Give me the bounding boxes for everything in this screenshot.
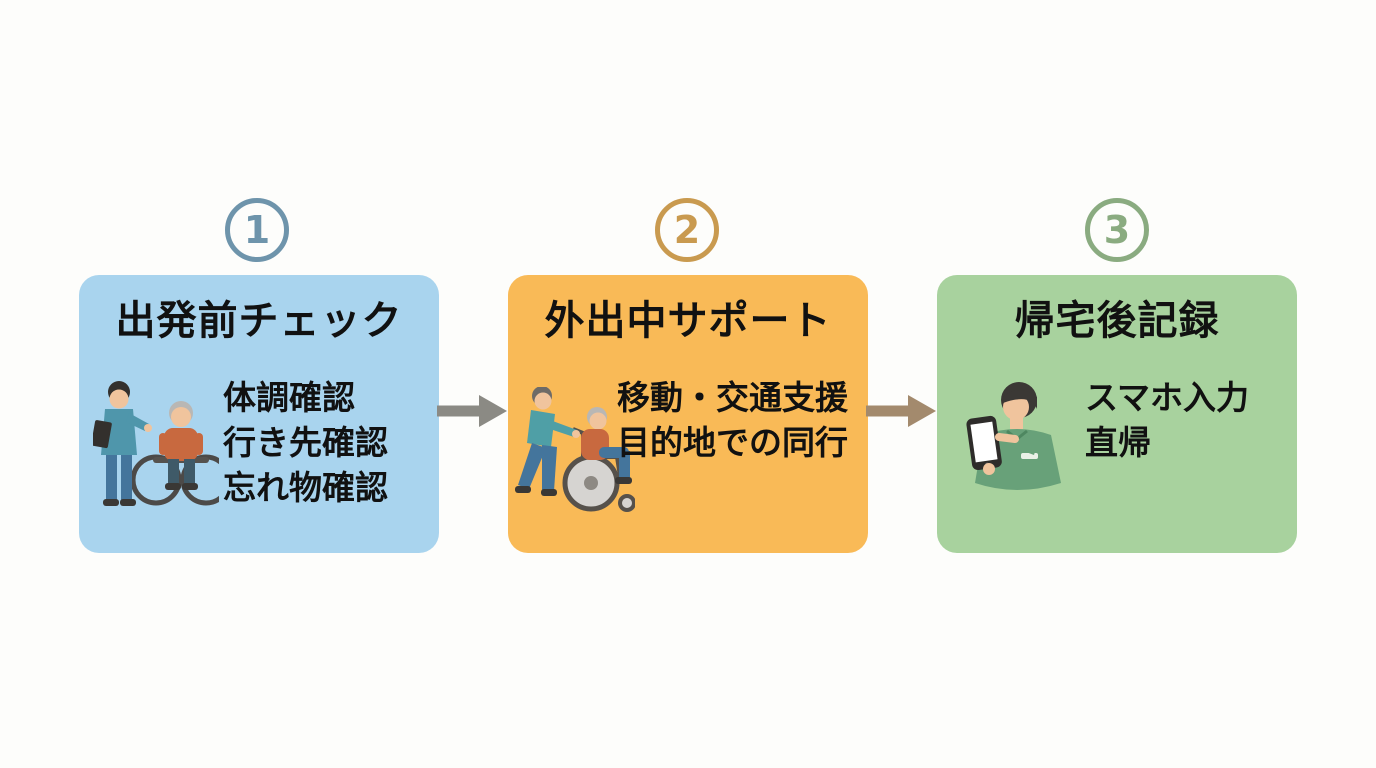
step-1-title: 出発前チェック: [115, 298, 403, 344]
step-3-box: 帰宅後記録: [937, 275, 1297, 553]
step-3-number: 3: [1103, 208, 1131, 252]
step-1-items: 体調確認 行き先確認 忘れ物確認: [223, 375, 388, 510]
smartphone-entry-icon: [966, 382, 1061, 490]
list-item: 目的地での同行: [617, 423, 848, 462]
caregiver-pushing-wheelchair-illustration: [513, 386, 636, 517]
list-item: スマホ入力: [1085, 378, 1250, 417]
caregiver-clipboard-wheelchair-illustration: [91, 379, 232, 515]
list-item: 移動・交通支援: [617, 378, 848, 417]
smartphone-entry-illustration: [955, 379, 1071, 499]
list-item: 行き先確認: [223, 423, 388, 462]
caregiver-clipboard-wheelchair-icon: [91, 381, 232, 506]
caregiver-pushing-wheelchair-icon: [515, 386, 636, 512]
step-2-items: 移動・交通支援 目的地での同行: [617, 375, 848, 465]
step-3-items: スマホ入力 直帰: [1085, 375, 1249, 465]
step-3-number-badge: 3: [1085, 198, 1149, 262]
arrow-right-icon: [866, 395, 936, 427]
step-1-number-badge: 1: [225, 198, 289, 262]
step-1-number: 1: [243, 208, 271, 252]
list-item: 忘れ物確認: [223, 468, 388, 507]
step-2-title: 外出中サポート: [544, 298, 832, 344]
step-2-number-badge: 2: [655, 198, 719, 262]
step-1-box: 出発前チェック: [79, 275, 439, 553]
step-2-box: 外出中サポート: [508, 275, 868, 553]
list-item: 直帰: [1085, 423, 1151, 462]
step-3-title: 帰宅後記録: [1014, 298, 1220, 344]
arrow-right-icon: [437, 395, 507, 427]
list-item: 体調確認: [223, 378, 355, 417]
step-2-number: 2: [673, 208, 701, 252]
